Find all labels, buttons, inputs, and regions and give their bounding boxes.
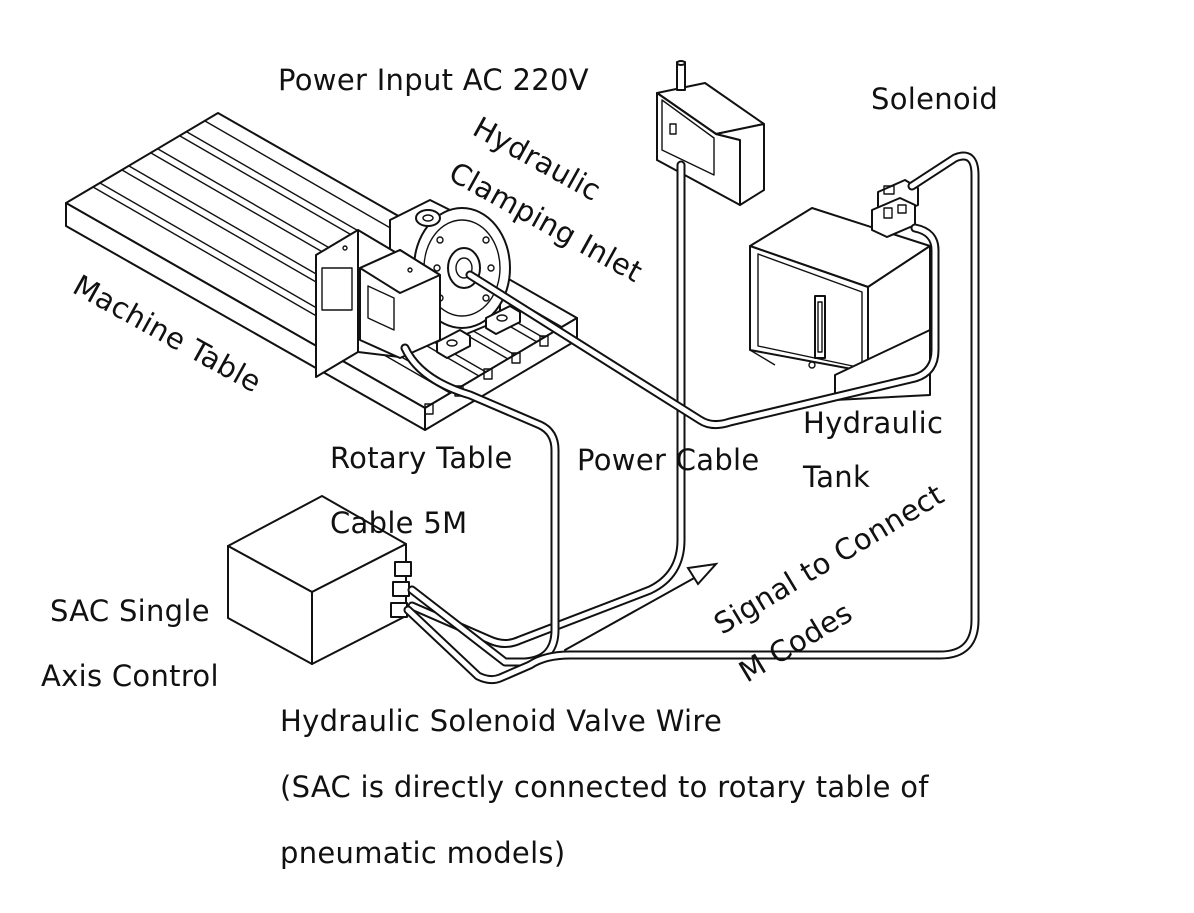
signal-arrow bbox=[564, 562, 719, 651]
cables bbox=[400, 151, 980, 685]
label-hydraulic-tank-line2: Tank bbox=[803, 460, 871, 494]
note-line2: (SAC is directly connected to rotary tab… bbox=[280, 770, 929, 804]
label-hydraulic-tank-line1: Hydraulic bbox=[803, 406, 944, 440]
label-sac-line1: SAC Single bbox=[50, 594, 210, 628]
label-solenoid: Solenoid bbox=[871, 82, 999, 116]
note-line3: pneumatic models) bbox=[280, 836, 566, 870]
note-line1: Hydraulic Solenoid Valve Wire bbox=[280, 704, 723, 738]
label-power-input: Power Input AC 220V bbox=[278, 63, 589, 97]
hydraulic-tank bbox=[749, 207, 931, 401]
sac-connectors bbox=[390, 561, 412, 618]
label-rotary-table-line1: Rotary Table bbox=[330, 441, 513, 475]
rotary-table bbox=[315, 199, 521, 378]
label-rotary-table-line2: Cable 5M bbox=[330, 506, 468, 540]
label-power-cable: Power Cable bbox=[577, 443, 760, 477]
power-input-box bbox=[656, 60, 765, 206]
sac-box bbox=[227, 495, 412, 665]
label-sac-line2: Axis Control bbox=[41, 659, 219, 693]
